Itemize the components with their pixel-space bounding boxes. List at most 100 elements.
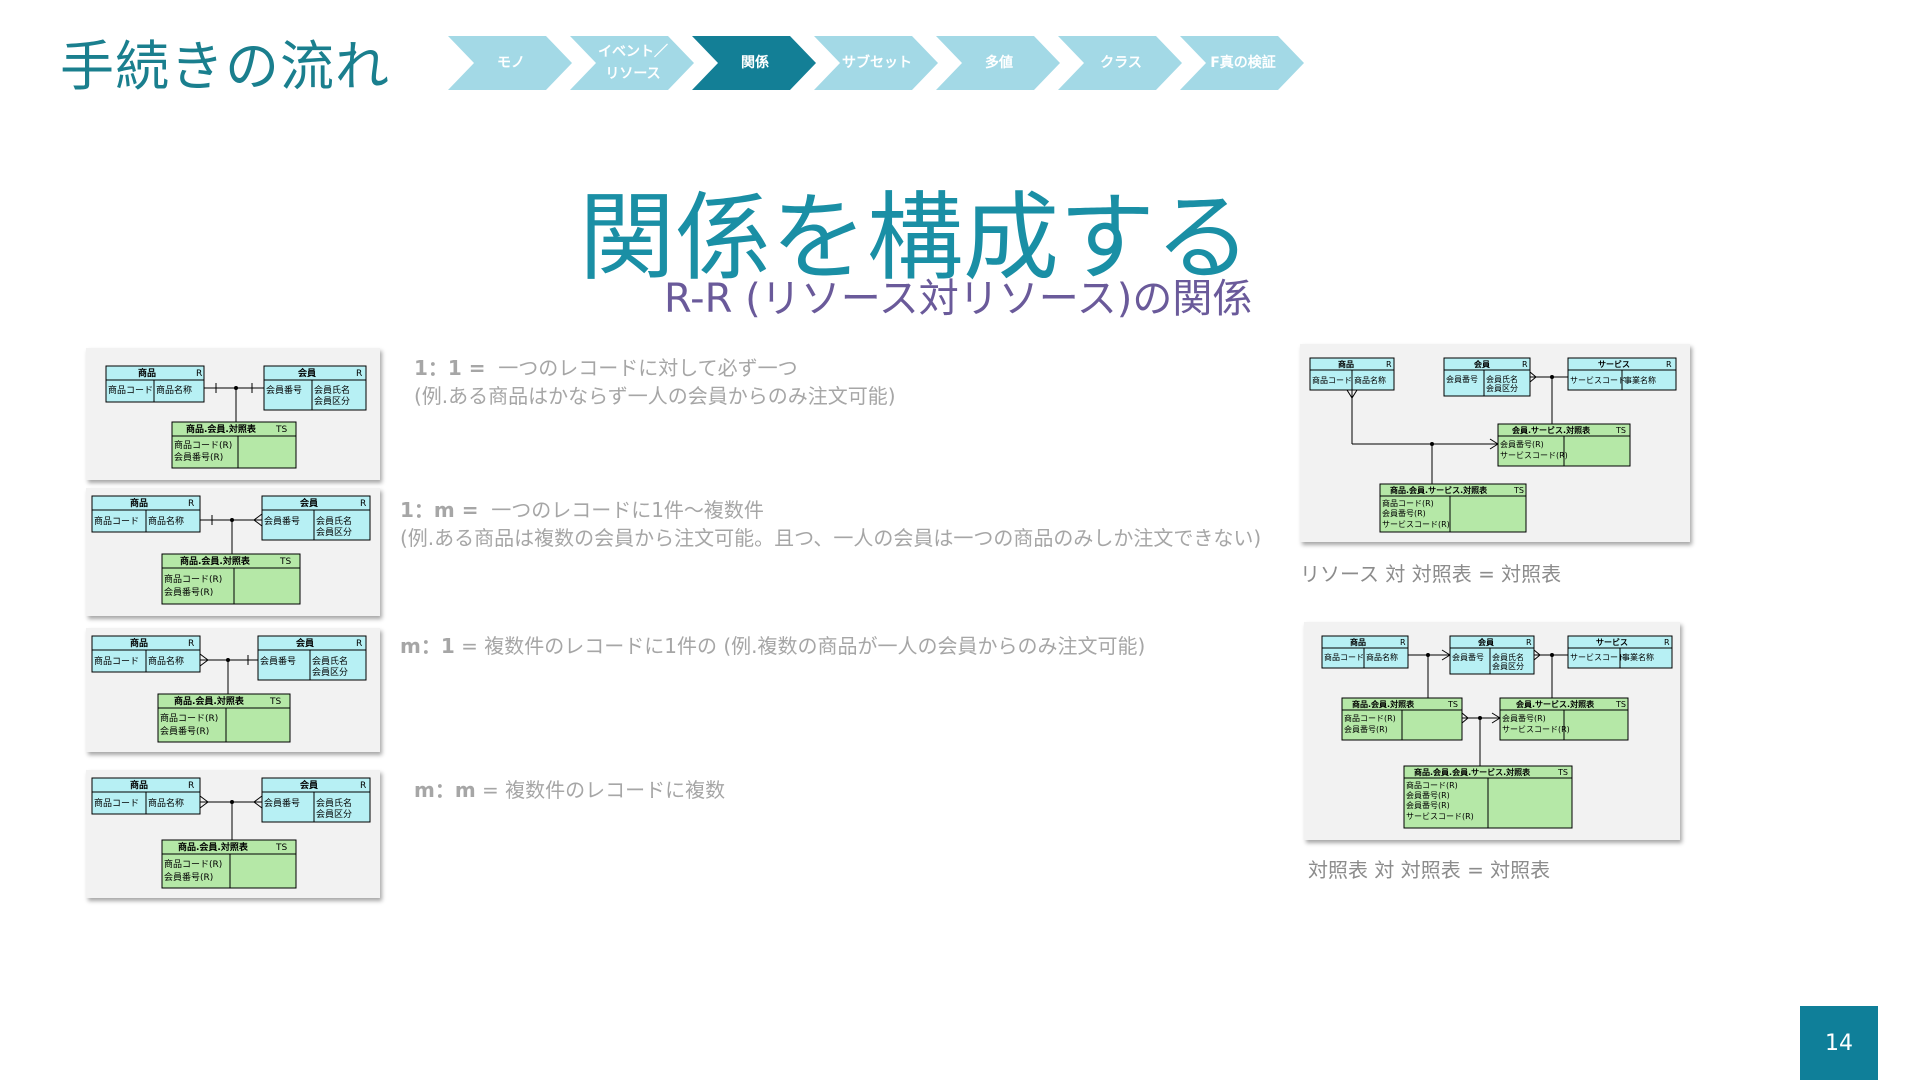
table-tag: TS [1615,700,1626,709]
attr-member-type: 会員区分 [314,395,350,407]
step-relation: 関係 [741,55,769,71]
attr-product-name: 商品名称 [148,515,184,527]
relation-ratio: m：m [414,778,476,802]
entity-member-header: 会員 [1478,637,1494,647]
step-multivalue: 多値 [985,55,1013,71]
er-diagram-many-to-many: 商品 R 商品コード 商品名称 会員 R 会員番号 会員氏名 会員区分 商品.会… [86,770,380,898]
step-mono: モノ [497,55,525,71]
table-ms-header: 会員.サービス.対照表 [1516,699,1595,709]
table-pms-header: 商品.会員.サービス.対照表 [1390,485,1488,495]
attr-member-type: 会員区分 [1486,383,1518,393]
table-pm-header: 商品.会員.対照表 [180,555,251,567]
entity-tag: R [1386,360,1392,369]
attr-product-code: 商品コード [94,655,139,667]
entity-tag: R [188,499,194,509]
sub-title: R-R (リソース対リソース)の関係 [664,276,1253,322]
attr-member-no: 会員番号 [1446,374,1478,384]
entity-tag: R [356,369,362,379]
attr-business-name: 事業名称 [1622,652,1654,662]
entity-tag: R [196,369,202,379]
entity-tag: R [188,781,194,791]
step-chevron-7 [1180,36,1304,90]
attr-member-name: 会員氏名 [1486,374,1518,384]
step-subset: サブセット [842,55,912,71]
attr-member-no-r: 会員番号(R) [1500,439,1544,449]
attr-member-no-r: 会員番号(R) [1382,508,1426,518]
attr-member-name: 会員氏名 [312,655,348,667]
entity-product-header: 商品 [138,367,156,379]
caption-table-vs-table: 対照表 対 対照表 = 対照表 [1308,858,1551,882]
entity-tag: R [1526,638,1532,647]
table-pmms-header: 商品.会員.会員.サービス.対照表 [1414,767,1531,777]
table-pm-header: 商品.会員.対照表 [174,695,245,707]
entity-service-header: サービス [1598,359,1630,369]
step-chevron-5 [936,36,1060,90]
er-diagram-many-to-one: 商品 R 商品コード 商品名称 会員 R 会員番号 会員氏名 会員区分 商品.会… [86,628,380,752]
attr-member-type: 会員区分 [1492,661,1524,671]
attr-member-name: 会員氏名 [316,797,352,809]
er-diagram-one-to-one: 商品 R 商品コード 商品名称 会員 R 会員番号 会員氏名 会員区分 商品.会… [86,348,380,480]
entity-product-header: 商品 [130,637,148,649]
attr-service-code-r: サービスコード(R) [1406,812,1474,821]
er-diagram-table-vs-table: 商品 R 商品コード 商品名称 会員 R 会員番号 会員氏名 会員区分 サービス… [1304,622,1680,840]
attr-product-code-r: 商品コード(R) [164,858,222,870]
main-title: 関係を構成する [579,182,1251,294]
attr-member-no-r: 会員番号(R) [1406,790,1450,800]
entity-product-header: 商品 [1350,637,1366,647]
attr-product-code: 商品コード [94,515,139,527]
entity-tag: R [1522,360,1528,369]
attr-product-name: 商品名称 [148,797,184,809]
attr-member-no-r: 会員番号(R) [1406,800,1450,810]
table-tag: TS [279,557,291,567]
attr-member-no-r: 会員番号(R) [174,451,223,463]
attr-member-name: 会員氏名 [316,515,352,527]
table-tag: TS [269,697,281,707]
attr-product-code: 商品コード [108,384,153,396]
er-diagram-resource-vs-table: 商品 R 商品コード 商品名称 会員 R 会員番号 会員氏名 会員区分 サービス… [1300,344,1690,542]
attr-member-no: 会員番号 [266,384,302,396]
attr-product-code-r: 商品コード(R) [174,439,232,451]
attr-member-no-r: 会員番号(R) [164,586,213,598]
entity-product-header: 商品 [130,779,148,791]
caption-resource-vs-table: リソース 対 対照表 = 対照表 [1300,562,1562,586]
attr-member-no-r: 会員番号(R) [164,871,213,883]
table-pm-header: 商品.会員.対照表 [178,841,249,853]
step-chevron-6 [1058,36,1182,90]
process-steps: モノ イベント／ リソース 関係 サブセット 多値 クラス F真の検証 [448,36,1328,90]
attr-product-name: 商品名称 [156,384,192,396]
relation-text: 一つのレコードに対して必ず一つ [498,356,798,380]
attr-product-code-r: 商品コード(R) [1382,498,1434,508]
entity-member-header: 会員 [298,367,316,379]
entity-member-header: 会員 [1474,359,1490,369]
attr-product-code: 商品コード [1324,652,1364,662]
attr-member-name: 会員氏名 [314,384,350,396]
table-pm-header: 商品.会員.対照表 [186,423,257,435]
attr-member-type: 会員区分 [312,666,348,678]
entity-service-header: サービス [1596,637,1628,647]
entity-tag: R [356,639,362,649]
step-chevron-3 [692,36,816,90]
relation-many-to-many: m：m = 複数件のレコードに複数 [414,776,725,804]
attr-member-no-r: 会員番号(R) [1502,713,1546,723]
table-tag: TS [1557,768,1568,777]
er-diagram-one-to-many: 商品 R 商品コード 商品名称 会員 R 会員番号 会員氏名 会員区分 商品.会… [86,488,380,616]
relation-note: (例.ある商品はかならず一人の会員からのみ注文可能) [414,384,896,408]
attr-product-code-r: 商品コード(R) [1344,713,1396,723]
attr-service-code-r: サービスコード(R) [1502,725,1570,734]
entity-tag: R [360,781,366,791]
entity-tag: R [1664,638,1670,647]
step-chevron-1 [448,36,572,90]
entity-tag: R [360,499,366,509]
entity-tag: R [1400,638,1406,647]
attr-product-name: 商品名称 [1366,652,1398,662]
attr-member-no: 会員番号 [264,515,300,527]
entity-product-header: 商品 [130,497,148,509]
step-verification: F真の検証 [1210,55,1276,71]
attr-service-code-r: サービスコード(R) [1382,520,1450,529]
attr-product-code: 商品コード [94,797,139,809]
table-ms-header: 会員.サービス.対照表 [1512,425,1591,435]
attr-service-code-r: サービスコード(R) [1500,451,1568,460]
table-pm-header: 商品.会員.対照表 [1352,699,1415,709]
table-tag: TS [275,425,287,435]
relation-note: (例.ある商品は複数の会員から注文可能。且つ、一人の会員は一つの商品のみしか注文… [400,526,1262,550]
